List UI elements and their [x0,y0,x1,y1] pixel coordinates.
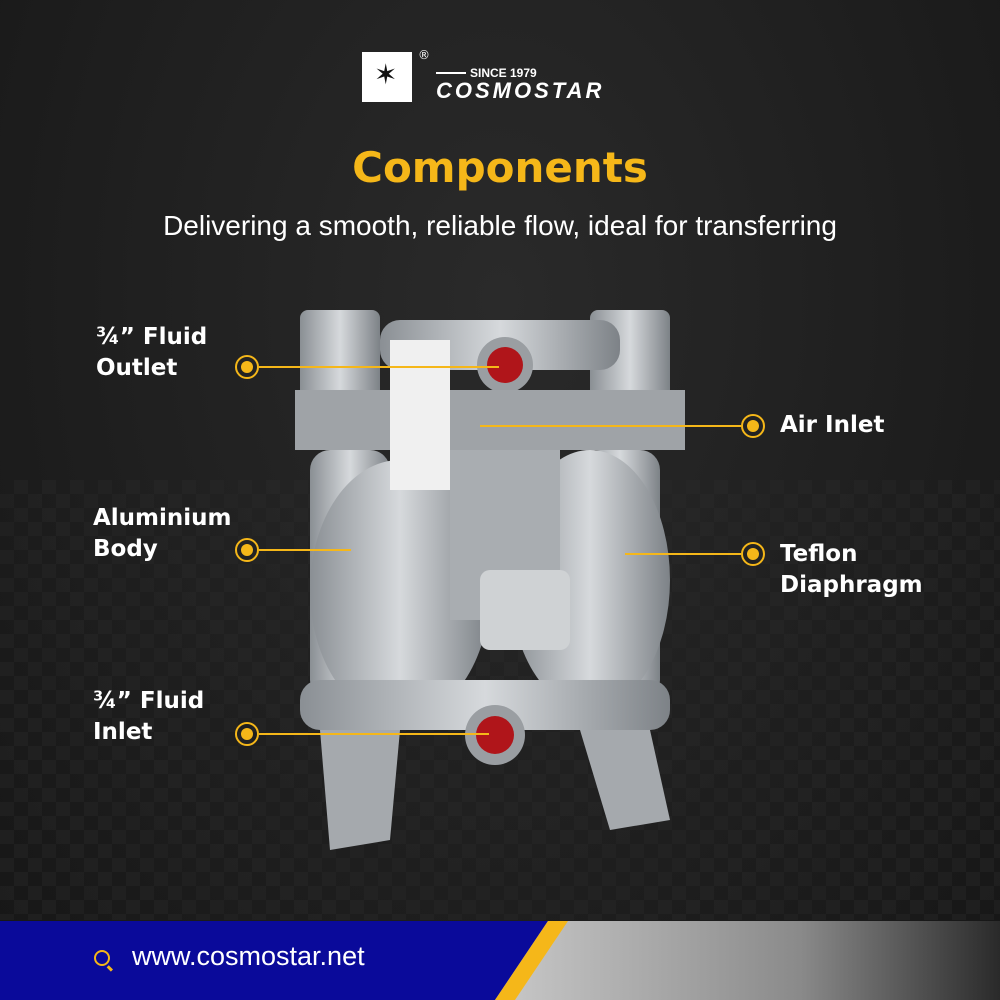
callout-line-fluid-outlet [259,366,499,368]
callout-label: Aluminium [93,505,232,531]
callout-line-teflon-diaphragm [625,553,741,555]
callout-teflon-diaphragm: Teflon Diaphragm [780,539,923,601]
footer-blue-panel [0,921,548,1000]
website-link[interactable]: www.cosmostar.net [132,941,365,971]
page-subtitle: Delivering a smooth, reliable flow, idea… [163,210,837,241]
callout-fluid-outlet: ¾” Fluid Outlet [96,322,207,384]
callout-air-inlet: Air Inlet [780,410,884,441]
callout-dot-fluid-outlet [235,355,259,379]
callout-label: Inlet [93,719,153,745]
search-icon [94,950,110,966]
callout-aluminium-body: Aluminium Body [93,503,232,565]
page-title: Components [352,143,648,192]
registered-mark: ® [418,48,430,62]
brand-logo: ® SINCE 1979 COSMOSTAR [362,48,605,103]
callout-line-aluminium-body [259,549,351,551]
callout-dot-aluminium-body [235,538,259,562]
callout-label: ¾” Fluid [96,324,208,350]
callout-dot-teflon-diaphragm [741,542,765,566]
callout-label: Body [93,536,158,562]
pump-image [295,310,685,850]
callout-label: Diaphragm [780,572,923,598]
callout-label: ¾” Fluid [93,688,205,714]
callout-line-fluid-inlet [259,733,489,735]
callout-line-air-inlet [480,425,741,427]
callout-fluid-inlet: ¾” Fluid Inlet [93,686,204,748]
callout-dot-fluid-inlet [235,722,259,746]
callout-label: Teflon [780,541,858,567]
callout-dot-air-inlet [741,414,765,438]
brand-since: SINCE 1979 [436,66,604,80]
logo-mark-icon [362,52,412,102]
callout-label: Outlet [96,355,178,381]
callout-label: Air Inlet [780,412,885,438]
brand-name: COSMOSTAR [436,78,605,103]
